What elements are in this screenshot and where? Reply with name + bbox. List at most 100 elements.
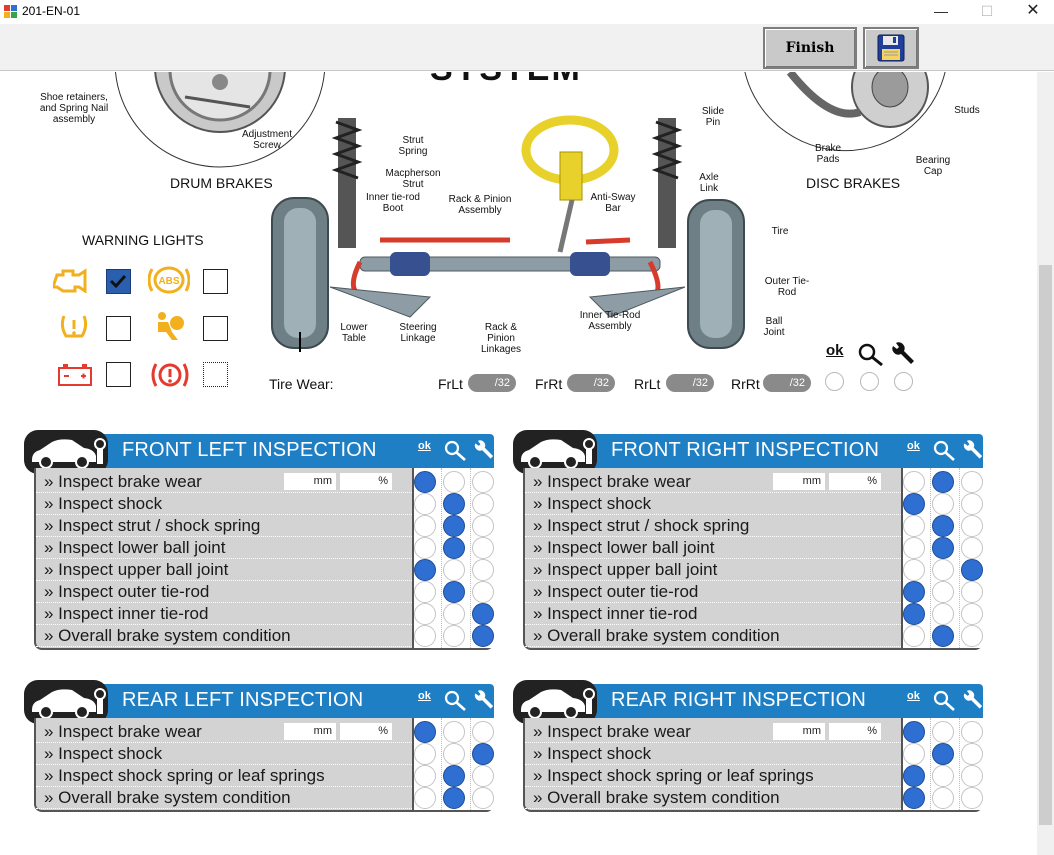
warning-engine-checkbox[interactable]: [106, 269, 131, 294]
status-radio-ok[interactable]: [903, 625, 925, 647]
status-radio-repair[interactable]: [961, 603, 983, 625]
status-radio-repair[interactable]: [472, 559, 494, 581]
save-button[interactable]: [863, 27, 919, 69]
finish-button[interactable]: Finish: [763, 27, 857, 69]
status-radio-repair[interactable]: [961, 721, 983, 743]
status-radio-inspect[interactable]: [443, 743, 465, 765]
status-radio-repair[interactable]: [472, 603, 494, 625]
warning-tire-pressure-checkbox[interactable]: [106, 316, 131, 341]
status-radio-repair[interactable]: [961, 559, 983, 581]
status-radio-repair[interactable]: [961, 471, 983, 493]
status-radio-inspect[interactable]: [443, 537, 465, 559]
brake-wear-mm-input[interactable]: mm: [773, 473, 825, 490]
status-radio-repair[interactable]: [961, 625, 983, 647]
brake-wear-mm-input[interactable]: mm: [773, 723, 825, 740]
status-radio-inspect[interactable]: [443, 625, 465, 647]
warning-airbag-checkbox[interactable]: [203, 316, 228, 341]
status-radio-repair[interactable]: [472, 471, 494, 493]
tire-wear-rrrt-input[interactable]: /32: [763, 374, 811, 392]
status-radio-inspect[interactable]: [443, 765, 465, 787]
tire-wear-frrt-input[interactable]: /32: [567, 374, 615, 392]
status-radio-repair[interactable]: [961, 743, 983, 765]
status-radio-repair[interactable]: [472, 493, 494, 515]
status-radio-inspect[interactable]: [443, 493, 465, 515]
brake-wear-percent-input[interactable]: %: [829, 723, 881, 740]
warning-abs-checkbox[interactable]: [203, 269, 228, 294]
status-radio-inspect[interactable]: [932, 537, 954, 559]
status-radio-repair[interactable]: [961, 515, 983, 537]
status-radio-inspect[interactable]: [932, 603, 954, 625]
status-radio-repair[interactable]: [472, 787, 494, 809]
status-radio-repair[interactable]: [472, 625, 494, 647]
brake-wear-percent-input[interactable]: %: [340, 723, 392, 740]
maximize-button[interactable]: ☐: [980, 3, 994, 19]
status-radio-inspect[interactable]: [443, 787, 465, 809]
tire-wear-rrlt-input[interactable]: /32: [666, 374, 714, 392]
status-radio-ok[interactable]: [414, 471, 436, 493]
status-radio-ok[interactable]: [903, 721, 925, 743]
status-radio-inspect[interactable]: [932, 515, 954, 537]
close-button[interactable]: ✕: [1026, 2, 1040, 19]
status-radio-inspect[interactable]: [932, 743, 954, 765]
minimize-button[interactable]: —: [934, 3, 948, 19]
tire-wear-repair-radio[interactable]: [894, 372, 913, 391]
status-radio-repair[interactable]: [472, 765, 494, 787]
status-radio-ok[interactable]: [414, 765, 436, 787]
scrollbar-thumb[interactable]: [1039, 265, 1052, 825]
status-radio-ok[interactable]: [903, 581, 925, 603]
status-radio-ok[interactable]: [903, 787, 925, 809]
status-radio-inspect[interactable]: [932, 471, 954, 493]
status-radio-inspect[interactable]: [443, 581, 465, 603]
status-radio-repair[interactable]: [472, 721, 494, 743]
status-radio-ok[interactable]: [414, 603, 436, 625]
status-radio-inspect[interactable]: [932, 721, 954, 743]
status-radio-ok[interactable]: [414, 559, 436, 581]
status-radio-repair[interactable]: [472, 515, 494, 537]
status-radio-ok[interactable]: [903, 603, 925, 625]
tire-wear-inspect-radio[interactable]: [860, 372, 879, 391]
status-radio-inspect[interactable]: [443, 603, 465, 625]
status-radio-ok[interactable]: [903, 471, 925, 493]
status-radio-repair[interactable]: [961, 765, 983, 787]
status-radio-inspect[interactable]: [932, 559, 954, 581]
warning-battery-checkbox[interactable]: [106, 362, 131, 387]
status-radio-ok[interactable]: [903, 559, 925, 581]
status-radio-inspect[interactable]: [443, 559, 465, 581]
status-radio-ok[interactable]: [414, 537, 436, 559]
status-radio-inspect[interactable]: [443, 471, 465, 493]
status-radio-inspect[interactable]: [443, 721, 465, 743]
brake-wear-mm-input[interactable]: mm: [284, 723, 336, 740]
status-radio-inspect[interactable]: [932, 765, 954, 787]
status-radio-repair[interactable]: [472, 537, 494, 559]
status-radio-ok[interactable]: [414, 625, 436, 647]
status-radio-repair[interactable]: [472, 743, 494, 765]
status-radio-repair[interactable]: [961, 787, 983, 809]
status-radio-inspect[interactable]: [932, 581, 954, 603]
status-radio-ok[interactable]: [903, 743, 925, 765]
status-radio-repair[interactable]: [961, 537, 983, 559]
status-radio-inspect[interactable]: [932, 493, 954, 515]
status-radio-repair[interactable]: [961, 581, 983, 603]
brake-wear-mm-input[interactable]: mm: [284, 473, 336, 490]
brake-wear-percent-input[interactable]: %: [829, 473, 881, 490]
status-radio-repair[interactable]: [961, 493, 983, 515]
status-radio-ok[interactable]: [414, 515, 436, 537]
warning-brake-checkbox[interactable]: [203, 362, 228, 387]
tire-wear-frlt-input[interactable]: /32: [468, 374, 516, 392]
status-radio-inspect[interactable]: [443, 515, 465, 537]
status-radio-ok[interactable]: [414, 787, 436, 809]
status-radio-ok[interactable]: [414, 493, 436, 515]
status-radio-ok[interactable]: [903, 537, 925, 559]
inspection-row: » Inspect inner tie-rod: [525, 603, 903, 625]
status-radio-repair[interactable]: [472, 581, 494, 603]
status-radio-ok[interactable]: [414, 721, 436, 743]
status-radio-ok[interactable]: [903, 515, 925, 537]
status-radio-inspect[interactable]: [932, 625, 954, 647]
brake-wear-percent-input[interactable]: %: [340, 473, 392, 490]
status-radio-ok[interactable]: [903, 493, 925, 515]
status-radio-ok[interactable]: [414, 581, 436, 603]
status-radio-ok[interactable]: [903, 765, 925, 787]
status-radio-inspect[interactable]: [932, 787, 954, 809]
tire-wear-ok-radio[interactable]: [825, 372, 844, 391]
status-radio-ok[interactable]: [414, 743, 436, 765]
